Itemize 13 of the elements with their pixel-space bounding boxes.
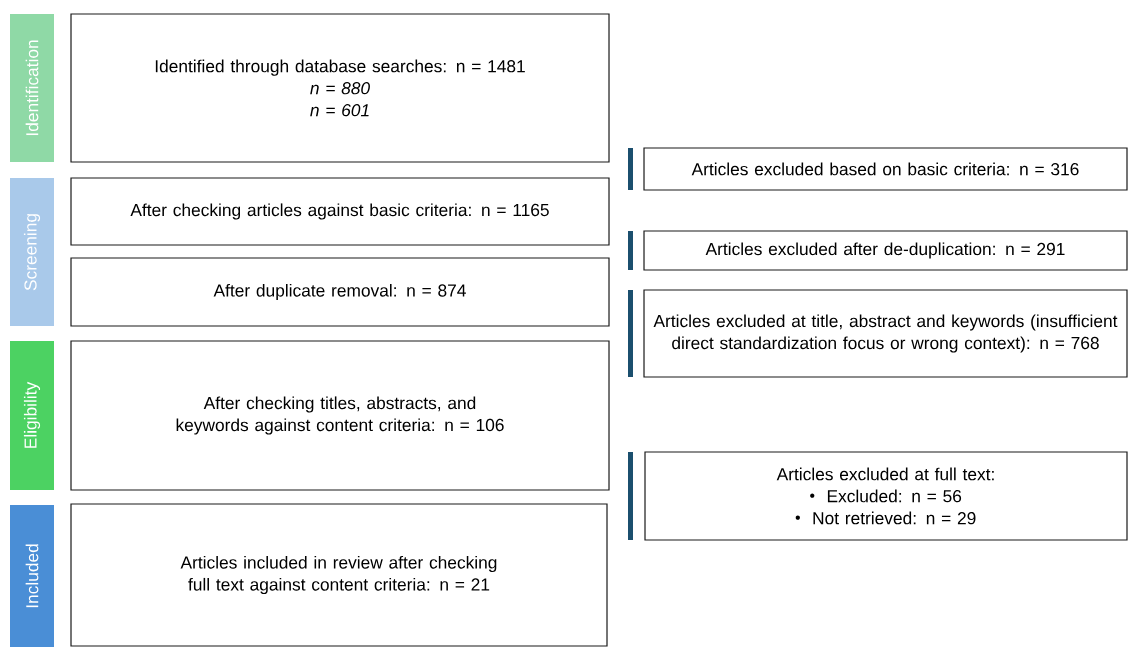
process-box: After checking articles against basic criteria: n = 1165	[70, 177, 610, 246]
stage-band: Screening	[10, 178, 54, 326]
stage-band: Eligibility	[10, 341, 54, 490]
exclusion-box: Articles excluded at title, abstract and keywords (insufficient direct standardization focus or wrong context): n = 768	[628, 289, 1128, 378]
exclusion-box: Articles excluded after de-duplication: n = 291	[628, 230, 1128, 271]
stage-band: Identification	[10, 14, 54, 162]
exclusion-box: Articles excluded at full text: Excluded: n = 56 Not retrieved: n = 29	[628, 451, 1128, 541]
process-box: Identified through database searches: n = 1481 n = 880 n = 601	[70, 13, 610, 163]
process-box: After checking titles, abstracts, and keywords against content criteria: n = 106	[70, 340, 610, 491]
exclusion-box: Articles excluded based on basic criteria: n = 316	[628, 147, 1128, 191]
stage-band: Included	[10, 505, 54, 647]
process-box: After duplicate removal: n = 874	[70, 257, 610, 327]
process-box: Articles included in review after checking full text against content criteria: n = 21	[70, 503, 608, 647]
